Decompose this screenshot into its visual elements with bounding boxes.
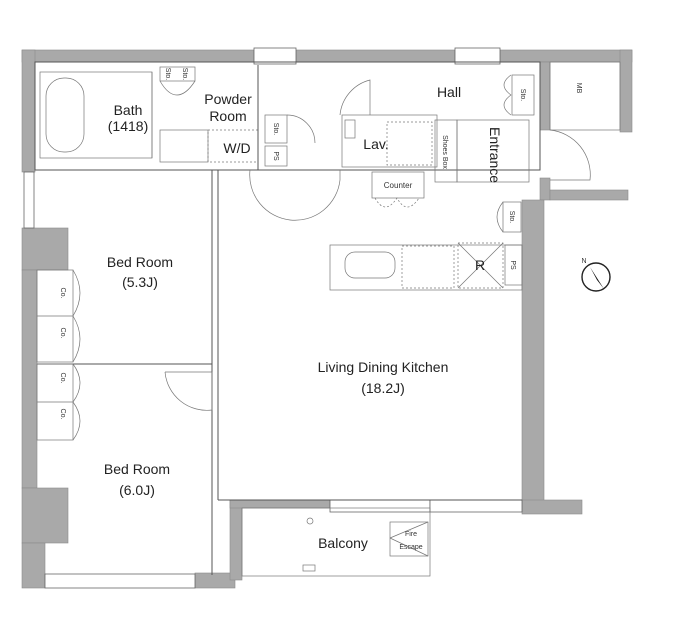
bath-size: (1418) — [108, 118, 148, 134]
shoes-box-label: Shoes Box — [441, 135, 448, 169]
entrance-label: Entrance — [487, 127, 503, 183]
bedroom-1-size: (5.3J) — [122, 274, 158, 290]
ps-label: PS — [272, 151, 279, 161]
lav-label: Lav. — [363, 136, 388, 152]
sto-label: Sto. — [272, 123, 279, 136]
counter-label: Counter — [384, 181, 413, 190]
exterior-walls — [21, 49, 633, 589]
windows — [23, 47, 523, 589]
powder-room-label-2: Room — [209, 108, 246, 124]
closet-label: Co. — [59, 409, 66, 420]
bath-label: Bath — [114, 102, 143, 118]
powder-room-label-1: Powder — [204, 91, 252, 107]
closet-label: Co. — [59, 328, 66, 339]
ldk-label: Living Dining Kitchen — [318, 359, 449, 375]
mb-label: MB — [575, 83, 582, 94]
ldk-size: (18.2J) — [361, 380, 405, 396]
sto-label: Sto. — [181, 68, 188, 81]
fire-escape-label-1: Fire — [405, 531, 417, 538]
balcony-label: Balcony — [318, 535, 368, 551]
sto-label: Sto. — [164, 68, 171, 81]
bedroom-2-size: (6.0J) — [119, 482, 155, 498]
fridge-label: R — [475, 257, 485, 273]
hall-label: Hall — [437, 84, 461, 100]
ps-label: PS — [509, 260, 516, 270]
bedroom-1-label: Bed Room — [107, 254, 173, 270]
wd-label: W/D — [223, 140, 250, 156]
north-arrow-icon: N — [581, 258, 611, 292]
fire-escape-label-2: Escape — [399, 544, 422, 551]
svg-text:N: N — [581, 258, 586, 265]
closet-label: Co. — [59, 288, 66, 299]
interior-walls — [34, 61, 621, 577]
closet-label: Co. — [59, 373, 66, 384]
bedroom-2-label: Bed Room — [104, 461, 170, 477]
sto-label: Sto. — [508, 211, 515, 224]
sto-label: Sto. — [519, 89, 526, 102]
